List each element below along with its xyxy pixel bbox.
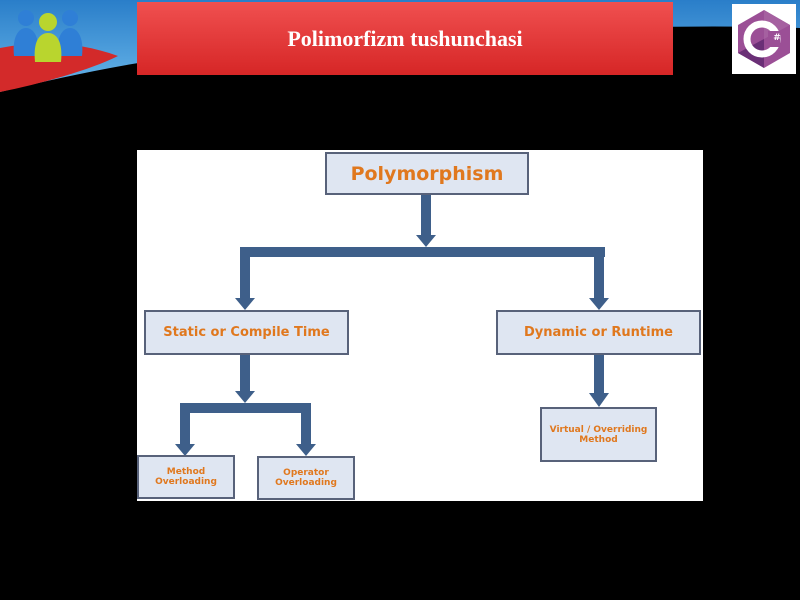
people-group-logo bbox=[8, 4, 88, 66]
node-operator-overloading: Operator Overloading bbox=[257, 456, 355, 500]
node-dynamic-runtime: Dynamic or Runtime bbox=[496, 310, 701, 355]
node-method-overloading: Method Overloading bbox=[137, 455, 235, 499]
node-virtual-overriding-method: Virtual / Overriding Method bbox=[540, 407, 657, 462]
node-static-compile-time: Static or Compile Time bbox=[144, 310, 349, 355]
csharp-logo: # bbox=[732, 4, 796, 74]
connector-arrows bbox=[175, 195, 609, 456]
slide-title-banner: Polimorfizm tushunchasi bbox=[137, 2, 673, 75]
svg-text:#: # bbox=[773, 33, 781, 43]
slide-title: Polimorfizm tushunchasi bbox=[287, 25, 523, 51]
polymorphism-diagram: Polymorphism Static or Compile Time Dyna… bbox=[137, 150, 703, 501]
node-polymorphism: Polymorphism bbox=[325, 152, 529, 195]
